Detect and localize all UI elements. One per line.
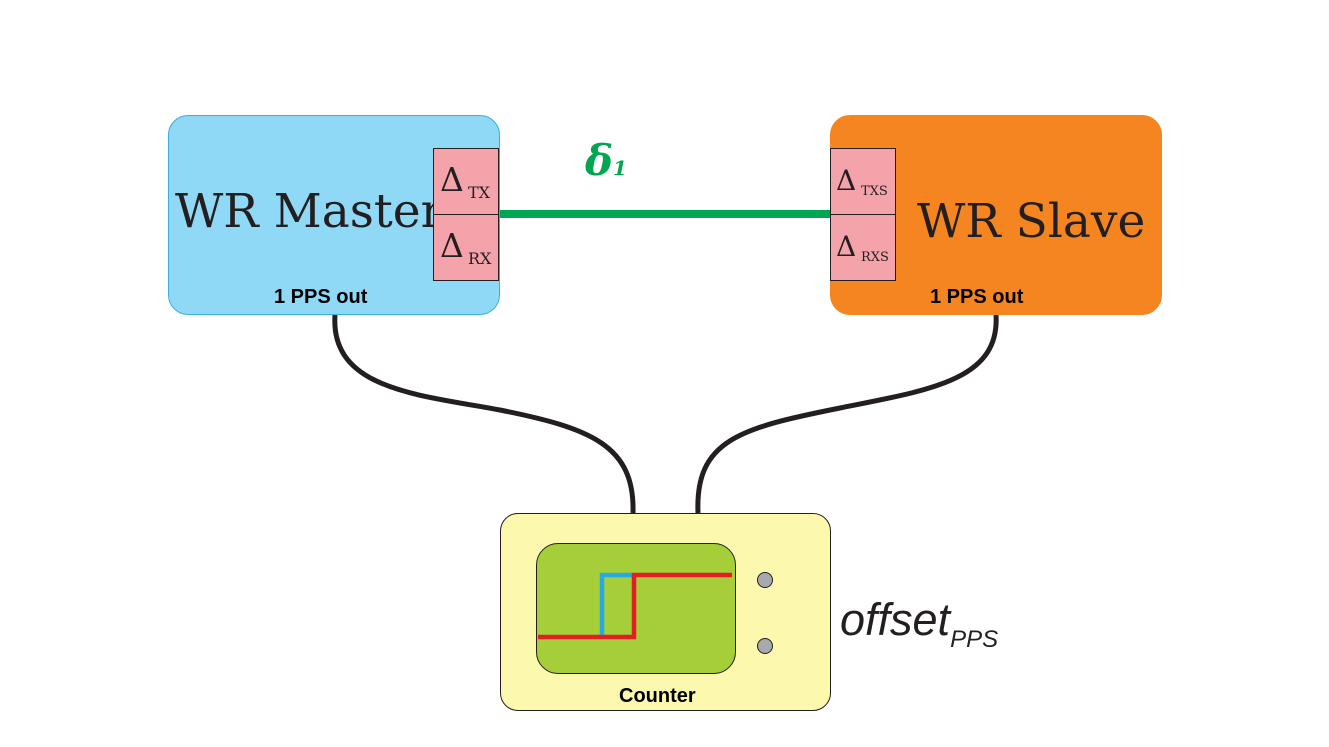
counter-knob-bottom[interactable]	[757, 638, 773, 654]
counter-label: Counter	[619, 685, 696, 707]
slave-tx-sub: TXS	[861, 184, 888, 199]
counter-screen	[536, 543, 736, 674]
slave-rx-symbol: Δ	[836, 230, 857, 263]
master-title: WR Master	[175, 184, 444, 239]
offset-pps-label: offsetPPS	[840, 597, 998, 652]
slave-pps-cable	[695, 314, 999, 514]
master-tx-symbol: Δ	[440, 160, 464, 199]
master-pps-label: 1 PPS out	[274, 286, 368, 308]
slave-ports: Δ TXS Δ RXS	[830, 148, 896, 281]
slave-pps-label: 1 PPS out	[930, 286, 1024, 308]
slave-title: WR Slave	[917, 194, 1146, 249]
master-ports: Δ TX Δ RX	[433, 148, 499, 281]
slave-tx-symbol: Δ	[836, 164, 857, 197]
master-tx-port: Δ TX	[433, 148, 499, 215]
counter-knob-top[interactable]	[757, 572, 773, 588]
link-delay-label: δ1	[585, 140, 627, 182]
master-tx-sub: TX	[468, 183, 491, 202]
master-rx-symbol: Δ	[440, 226, 464, 265]
offset-main: offset	[840, 594, 951, 645]
counter-box: Counter	[500, 513, 831, 711]
master-pps-trace	[599, 572, 632, 637]
slave-tx-port: Δ TXS	[830, 148, 896, 215]
master-rx-port: Δ RX	[433, 214, 499, 281]
link-delay-symbol: δ	[585, 136, 614, 185]
link-delay-sub: 1	[613, 156, 627, 180]
master-rx-sub: RX	[468, 249, 492, 268]
slave-rx-sub: RXS	[861, 250, 889, 265]
slave-rx-port: Δ RXS	[830, 214, 896, 281]
counter-waveform	[537, 572, 732, 639]
slave-pps-trace	[537, 572, 732, 639]
master-pps-cable	[332, 314, 636, 514]
offset-sub: PPS	[950, 626, 999, 653]
